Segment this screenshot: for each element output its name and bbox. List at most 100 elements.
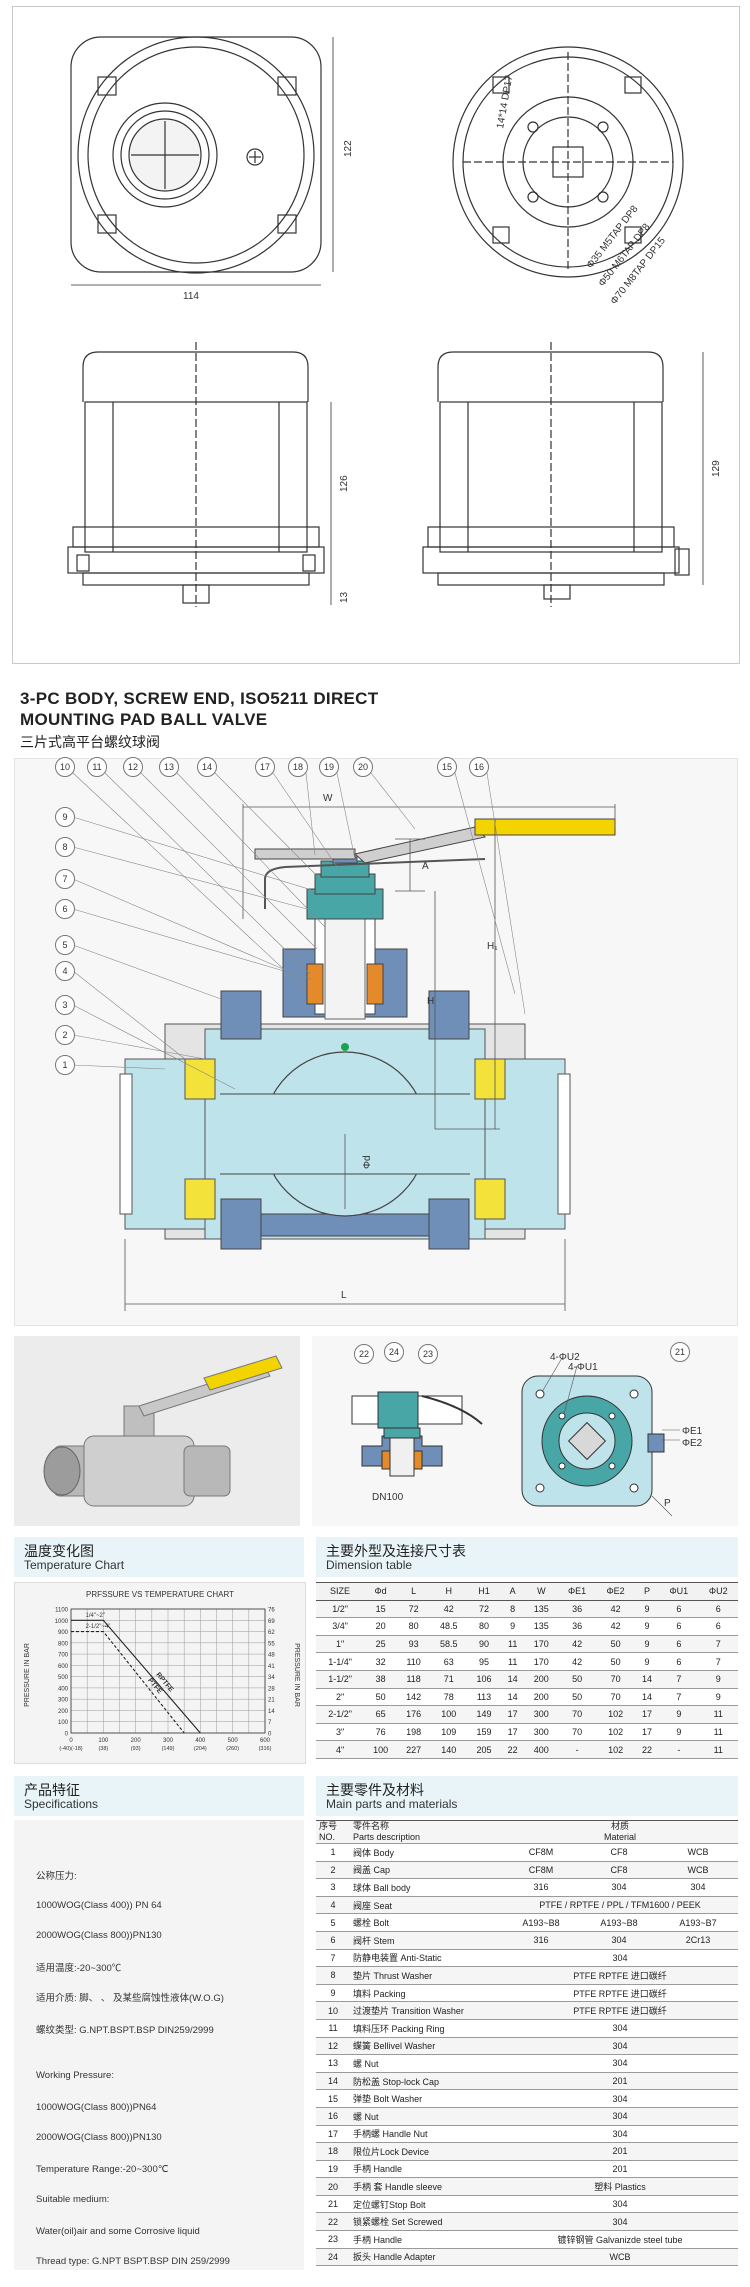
callout-23: 23 — [418, 1344, 438, 1364]
parts-cell: 20 — [316, 2177, 350, 2196]
parts-cell: WCB — [502, 2248, 738, 2267]
x-tick-celsius: (316) — [259, 1746, 272, 1752]
parts-cell: PTFE RPTFE 进口碳纤 — [502, 2001, 738, 2020]
dims-header-cell: L — [397, 1582, 431, 1601]
parts-title-cn: 主要零件及材料 — [326, 1782, 424, 1798]
y-tick-left: 900 — [58, 1630, 69, 1636]
parts-cell: WCB — [658, 1843, 738, 1862]
spec-line: 2000WOG(Class 800))PN130 — [36, 1930, 162, 1941]
dims-cell: 14 — [500, 1688, 525, 1707]
dims-cell: 1" — [316, 1635, 365, 1654]
parts-cell: A193~B8 — [502, 1913, 580, 1932]
callout-18: 18 — [288, 757, 308, 777]
parts-cell: 304 — [502, 2089, 738, 2108]
dims-cell: 14 — [634, 1670, 660, 1689]
actuator-drawings: 114 122 14*14 DP17 Φ35 M5TAP DP8 Φ50 M6T… — [67, 36, 722, 607]
dims-cell: 42 — [596, 1600, 635, 1619]
y-tick-right: 0 — [268, 1732, 272, 1738]
dims-cell: 7 — [659, 1670, 699, 1689]
parts-cell: 2Cr13 — [658, 1931, 738, 1950]
dims-cell: 50 — [364, 1688, 398, 1707]
dims-cell: 65 — [364, 1705, 398, 1724]
dims-cell: 9 — [634, 1652, 660, 1671]
dims-cell: 71 — [430, 1670, 468, 1689]
parts-cell: 4 — [316, 1896, 350, 1915]
stem-detail: 4-ΦU2 4-ΦU1 ΦE1 ΦE2 P — [351, 1352, 703, 1517]
specs-header: 产品特征 Specifications — [14, 1776, 304, 1816]
spec-line: 1000WOG(Class 400)) PN 64 — [36, 1900, 162, 1911]
callout-13: 13 — [159, 757, 179, 777]
dims-cell: 100 — [430, 1705, 468, 1724]
callout-17: 17 — [255, 757, 275, 777]
valve-neck — [264, 856, 486, 1020]
parts-cell: 23 — [316, 2230, 350, 2249]
dims-cell: 170 — [524, 1652, 558, 1671]
parts-cell: 304 — [502, 2212, 738, 2232]
dims-cell: 17 — [634, 1723, 660, 1742]
spec-line: 适用温度:-20~300℃ — [36, 1963, 122, 1974]
parts-cell: 16 — [316, 2107, 350, 2126]
callout-3: 3 — [55, 995, 75, 1015]
valve-photo-art — [43, 1355, 283, 1507]
dims-cell: 159 — [467, 1723, 501, 1742]
specs-panel: 公称压力: 1000WOG(Class 400)) PN 64 2000WOG(… — [14, 1820, 304, 2270]
callout-12: 12 — [123, 757, 143, 777]
dims-cell: 9 — [634, 1617, 660, 1636]
x-tick-celsius: (260) — [226, 1746, 239, 1752]
parts-cell: 限位片Lock Device — [350, 2142, 502, 2161]
dims-cell: 1/2" — [316, 1600, 365, 1619]
parts-cell: 316 — [502, 1878, 580, 1897]
y-tick-right: 76 — [268, 1608, 275, 1614]
detail-e2: ΦE2 — [682, 1438, 703, 1449]
callout-19: 19 — [319, 757, 339, 777]
dims-cell: 135 — [524, 1600, 558, 1619]
product-title-line2: MOUNTING PAD BALL VALVE — [20, 710, 268, 729]
parts-cell: 扳头 Handle Adapter — [350, 2248, 502, 2267]
dims-cell: 9 — [500, 1617, 525, 1636]
dim-d: Φd — [362, 1155, 373, 1169]
y-tick-left: 500 — [58, 1675, 69, 1681]
x-tick-celsius: (149) — [162, 1746, 175, 1752]
parts-cell: 304 — [502, 1949, 738, 1968]
dims-cell: 58.5 — [430, 1635, 468, 1654]
side-view-right — [422, 342, 690, 607]
dims-header-cell: Φd — [364, 1582, 398, 1601]
y-tick-right: 62 — [268, 1630, 275, 1636]
y-tick-left: 800 — [58, 1641, 69, 1647]
detail-p: P — [664, 1498, 671, 1509]
parts-cell: 304 — [502, 2195, 738, 2214]
callout-14: 14 — [197, 757, 217, 777]
parts-cell: 304 — [502, 2054, 738, 2073]
dims-cell: 109 — [430, 1723, 468, 1742]
parts-cell: 防静电装置 Anti-Static — [350, 1949, 502, 1968]
parts-cell: CF8M — [502, 1843, 580, 1862]
parts-cell: 蝶簧 Bellivel Washer — [350, 2037, 502, 2056]
dims-cell: 227 — [397, 1740, 431, 1759]
dims-cell: 2-1/2" — [316, 1705, 365, 1724]
dims-cell: 50 — [596, 1652, 635, 1671]
dims-cell: 25 — [364, 1635, 398, 1654]
dims-cell: 36 — [557, 1600, 597, 1619]
parts-cell: 螺 Nut — [350, 2054, 502, 2073]
dims-cell: 42 — [596, 1617, 635, 1636]
dims-cell: 11 — [698, 1723, 738, 1742]
dims-cell: 22 — [634, 1740, 660, 1759]
y-tick-left: 0 — [65, 1732, 69, 1738]
callout-5: 5 — [55, 935, 75, 955]
parts-cell: 阀体 Body — [350, 1843, 502, 1862]
stem-detail-frame: 4-ΦU2 4-ΦU1 ΦE1 ΦE2 P 22 24 23 21 DN100 — [312, 1336, 738, 1526]
callout-4: 4 — [55, 961, 75, 981]
dim-114: 114 — [183, 291, 199, 302]
dims-cell: 72 — [397, 1600, 431, 1619]
dims-cell: - — [659, 1740, 699, 1759]
dim-h: H — [427, 996, 434, 1007]
x-tick: 100 — [98, 1738, 109, 1744]
